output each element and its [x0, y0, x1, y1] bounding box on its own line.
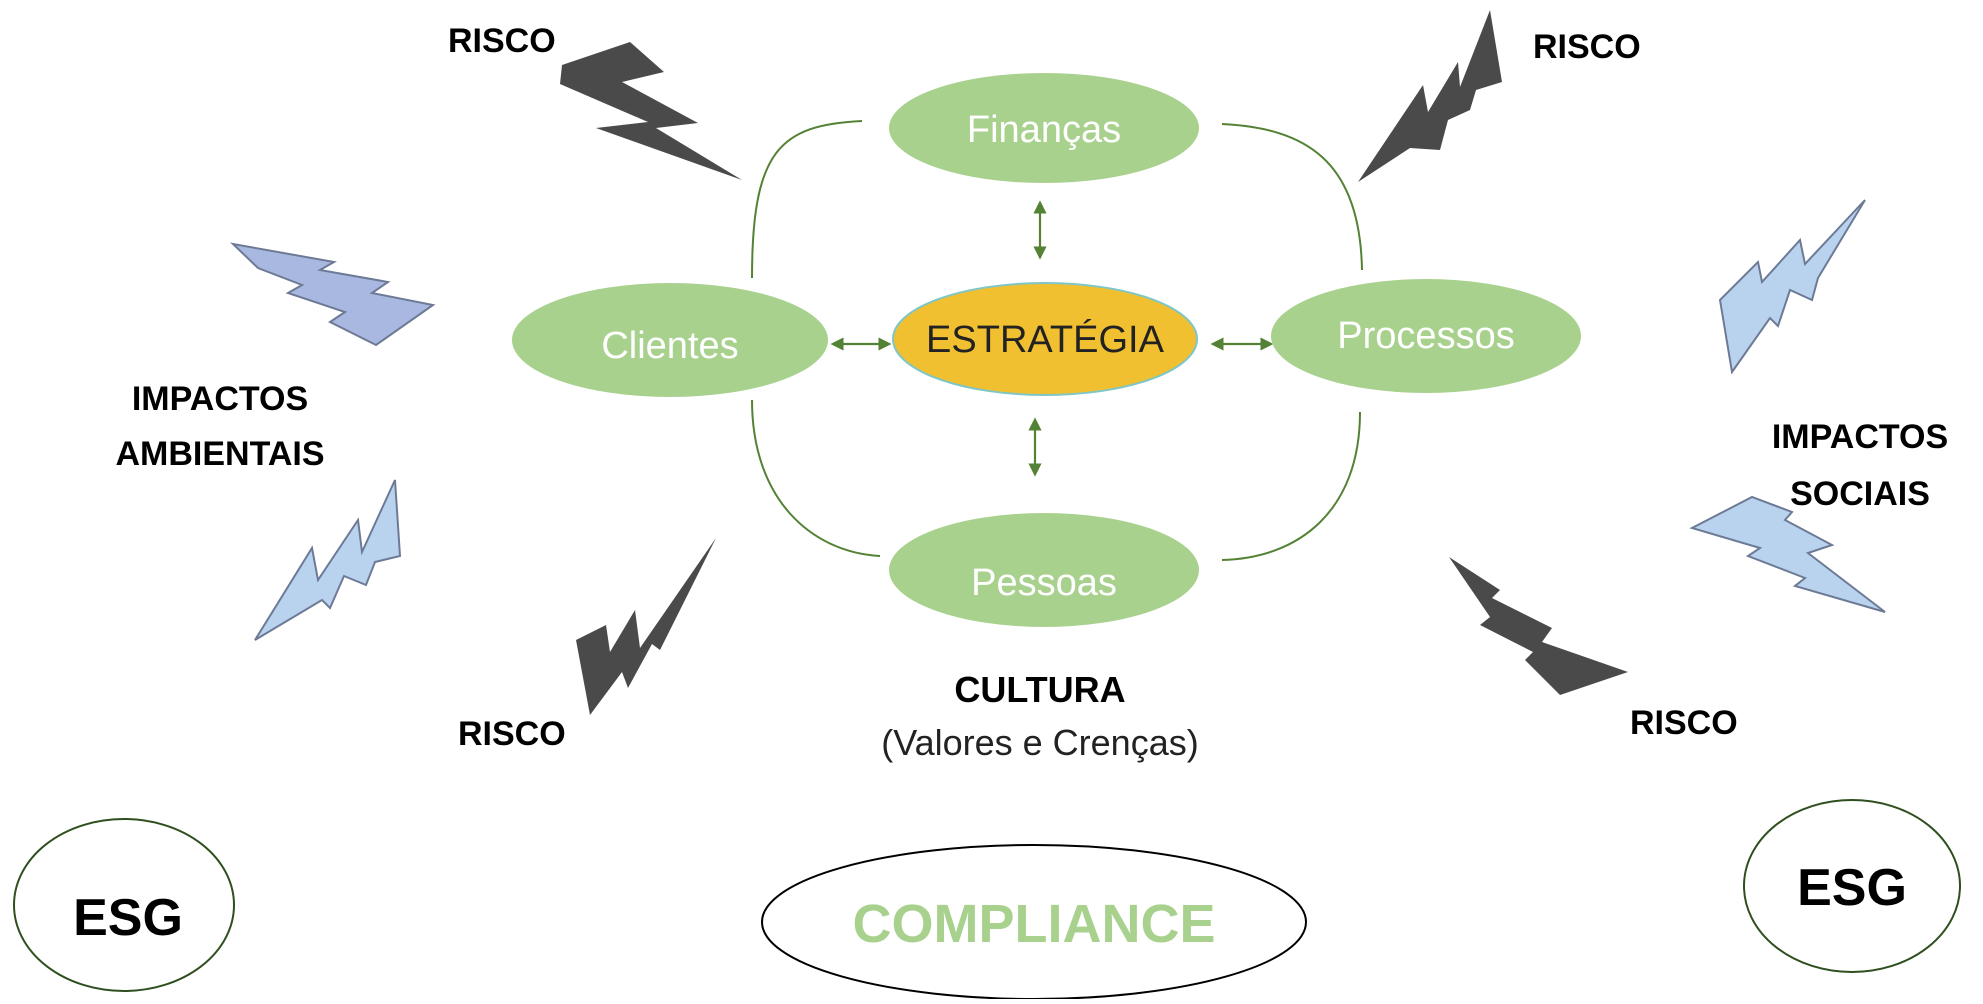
culture-subtitle: (Valores e Crenças) — [881, 722, 1198, 763]
compliance-label: COMPLIANCE — [853, 894, 1216, 954]
node-estrategia-label: ESTRATÉGIA — [926, 318, 1165, 361]
impact-social-line2: SOCIAIS — [1790, 475, 1930, 513]
node-processos-shape — [1271, 279, 1581, 393]
risk-label-bottom-right: RISCO — [1630, 704, 1738, 742]
node-estrategia: ESTRATÉGIA — [892, 282, 1198, 396]
arc-bottom-right — [1221, 411, 1361, 561]
esg-right: ESG — [1743, 799, 1961, 973]
risk-label-top-right: RISCO — [1533, 28, 1641, 66]
esg-left-shape — [13, 818, 235, 992]
culture-title: CULTURA — [954, 669, 1125, 710]
double-arrows — [830, 200, 1274, 477]
node-pessoas-shape — [889, 513, 1199, 627]
lightning-blue-left-icon — [254, 479, 402, 641]
node-financas: Finanças — [889, 73, 1199, 183]
esg-left-label: ESG — [73, 889, 183, 947]
impact-social-line1: IMPACTOS — [1772, 418, 1948, 456]
impact-environmental-line2: AMBIENTAIS — [115, 435, 324, 473]
node-clientes-label: Clientes — [601, 325, 738, 367]
lightning-dark-bottom-right-icon — [1449, 557, 1628, 695]
node-processos: Processos — [1271, 279, 1581, 393]
node-estrategia-shape — [892, 282, 1198, 396]
lightning-purple-left-icon — [229, 242, 436, 347]
arc-top-left — [751, 120, 863, 279]
node-pessoas-label: Pessoas — [971, 562, 1117, 604]
node-processos-label: Processos — [1337, 315, 1514, 357]
impact-environmental-line1: IMPACTOS — [132, 380, 308, 418]
impact-social: IMPACTOS SOCIAIS — [1772, 418, 1948, 513]
node-clientes-shape — [512, 283, 828, 397]
impact-environmental: IMPACTOS AMBIENTAIS — [115, 380, 324, 473]
risk-label-top-left: RISCO — [448, 22, 556, 60]
compliance: COMPLIANCE — [761, 844, 1307, 1000]
node-pessoas: Pessoas — [889, 513, 1199, 627]
risk-label-bottom-left: RISCO — [458, 715, 566, 753]
node-financas-shape — [889, 73, 1199, 183]
arc-bottom-left — [751, 399, 881, 557]
esg-right-shape — [1743, 799, 1961, 973]
lightning-blue-right-top-icon — [1718, 199, 1866, 375]
lightning-dark-top-left-icon — [560, 42, 742, 180]
lightning-blue-right-bottom-icon — [1689, 495, 1886, 613]
esg-left: ESG — [13, 818, 235, 992]
lightning-dark-top-right-icon — [1358, 10, 1502, 182]
arc-top-right — [1221, 123, 1363, 271]
node-clientes: Clientes — [512, 283, 828, 397]
node-financas-label: Finanças — [967, 109, 1121, 151]
lightning-dark-bottom-left-icon — [576, 538, 716, 715]
esg-right-label: ESG — [1797, 859, 1907, 917]
connector-arcs — [751, 120, 1363, 561]
